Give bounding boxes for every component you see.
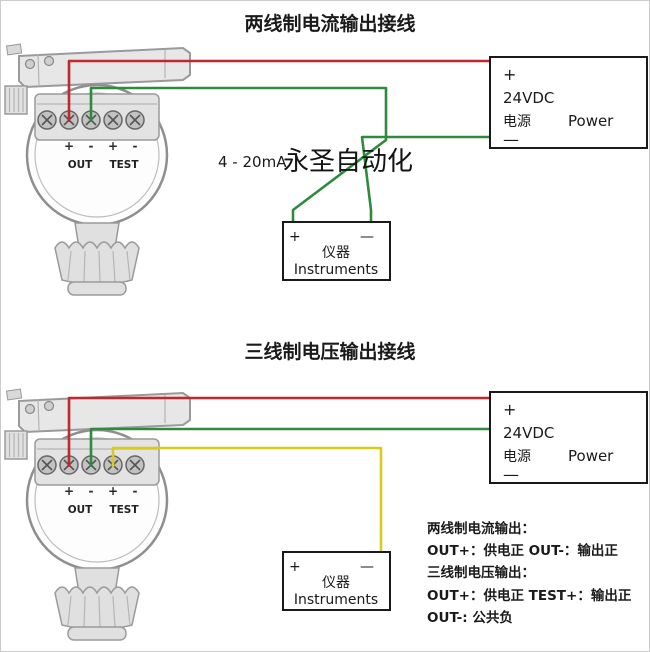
signal-range-label: 4 - 20mA (218, 153, 287, 171)
instrument-box-top: + — 仪器 Instruments (282, 221, 391, 281)
power-label-cn: 电源 (503, 114, 531, 130)
power-plus-label: + (503, 65, 516, 84)
bottom-yellow-wire-instrument (111, 446, 383, 553)
instrument-box-frame (282, 221, 391, 281)
bottom-green-wire-power-minus (89, 427, 492, 467)
power-label-en: Power (568, 447, 614, 465)
power-box-frame (489, 56, 648, 149)
power-minus-label: — (503, 465, 519, 484)
instrument-plus-label: + (289, 229, 301, 245)
note-line: OUT+：供电正 OUT-：输出正 (427, 542, 618, 559)
instrument-label-cn: 仪器 (322, 575, 350, 591)
bottom-section-title: 三线制电压输出接线 (244, 340, 415, 363)
bottom-section: 三线制电压输出接线 + 24VDC 电源 Power — + — 仪器 Inst… (3, 340, 648, 642)
top-red-wire-power-plus (67, 59, 492, 122)
note-line: 三线制电压输出： (427, 564, 535, 581)
instrument-minus-label: — (360, 229, 374, 245)
power-voltage-label: 24VDC (503, 424, 554, 442)
instrument-label-en: Instruments (294, 262, 378, 278)
power-box-frame (489, 391, 648, 484)
note-line: OUT+：供电正 TEST+：输出正 (427, 587, 632, 604)
top-section-title: 两线制电流输出接线 (244, 12, 415, 35)
power-label-cn: 电源 (503, 449, 531, 465)
instrument-label-cn: 仪器 (322, 245, 350, 261)
top-green-wire-instrument-plus (89, 86, 388, 223)
bottom-red-wire-power-plus (67, 396, 492, 467)
top-green-wire-instrument-minus (360, 135, 492, 223)
instrument-box-frame (282, 551, 391, 611)
power-supply-box-bottom: + 24VDC 电源 Power — (489, 391, 648, 484)
power-label-en: Power (568, 112, 614, 130)
note-line: OUT-: 公共负 (427, 609, 513, 626)
wiring-notes: 两线制电流输出： OUT+：供电正 OUT-：输出正 三线制电压输出： OUT+… (427, 520, 632, 626)
instrument-plus-label: + (289, 559, 301, 575)
instrument-box-bottom: + — 仪器 Instruments (282, 551, 391, 611)
instrument-minus-label: — (360, 559, 374, 575)
watermark-text: 永圣自动化 (283, 147, 413, 177)
power-voltage-label: 24VDC (503, 89, 554, 107)
power-plus-label: + (503, 400, 516, 419)
top-section: 两线制电流输出接线 + 24VDC 电源 Power — 4 - 20mA 永圣… (3, 12, 648, 297)
note-line: 两线制电流输出： (427, 520, 535, 537)
instrument-label-en: Instruments (294, 592, 378, 608)
power-minus-label: — (503, 130, 519, 149)
power-supply-box-top: + 24VDC 电源 Power — (489, 56, 648, 149)
